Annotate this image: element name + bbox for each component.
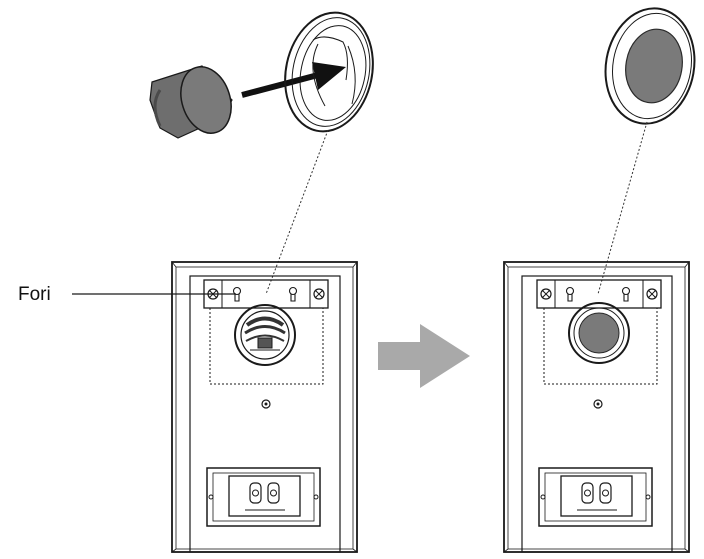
big-arrow-right-icon (378, 324, 470, 388)
port-ring-plugged (604, 7, 696, 125)
port-ring-empty (284, 11, 374, 133)
screw-icon (540, 288, 552, 300)
speaker-terminal (206, 467, 321, 527)
speaker-rear-left (171, 261, 358, 553)
foam-plug (149, 65, 233, 139)
bass-port-open (234, 304, 296, 366)
callout-label-fori: Fori (18, 284, 51, 305)
arrow-right-icon (241, 62, 346, 98)
screw-icon (646, 288, 658, 300)
keyhole-icon (232, 286, 242, 302)
dotted-leader-lines (265, 121, 648, 295)
keyhole-icon (621, 286, 631, 302)
speaker-rear-right (503, 261, 690, 553)
keyhole-icon (288, 286, 298, 302)
speaker-terminal (538, 467, 653, 527)
screw-icon (313, 288, 325, 300)
bass-port-plugged (568, 302, 630, 364)
keyhole-icon (565, 286, 575, 302)
screw-icon (207, 288, 219, 300)
